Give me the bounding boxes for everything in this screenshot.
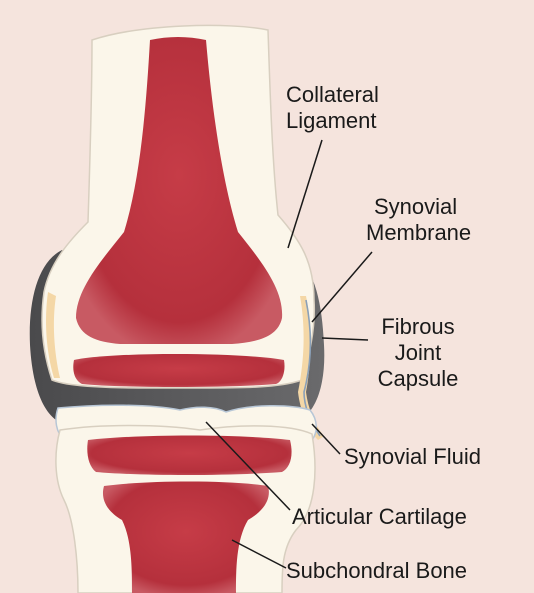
label-synovial-membrane-line1: Synovial [366,194,471,220]
label-fibrous-joint-capsule-line1: Fibrous [368,314,468,340]
label-synovial-fluid: Synovial Fluid [344,444,481,470]
label-synovial-membrane: Synovial Membrane [366,194,471,246]
label-synovial-membrane-line2: Membrane [366,220,471,246]
femur-marrow-band [73,354,284,387]
label-fibrous-joint-capsule-line3: Capsule [368,366,468,392]
tibia-marrow-band [87,436,291,476]
label-fibrous-joint-capsule-line2: Joint [368,340,468,366]
label-subchondral-bone: Subchondral Bone [286,558,467,584]
label-fibrous-joint-capsule: Fibrous Joint Capsule [368,314,468,392]
label-collateral-ligament-line1: Collateral [286,82,379,108]
label-articular-cartilage: Articular Cartilage [292,504,467,530]
label-collateral-ligament: Collateral Ligament [286,82,379,134]
label-collateral-ligament-line2: Ligament [286,108,379,134]
